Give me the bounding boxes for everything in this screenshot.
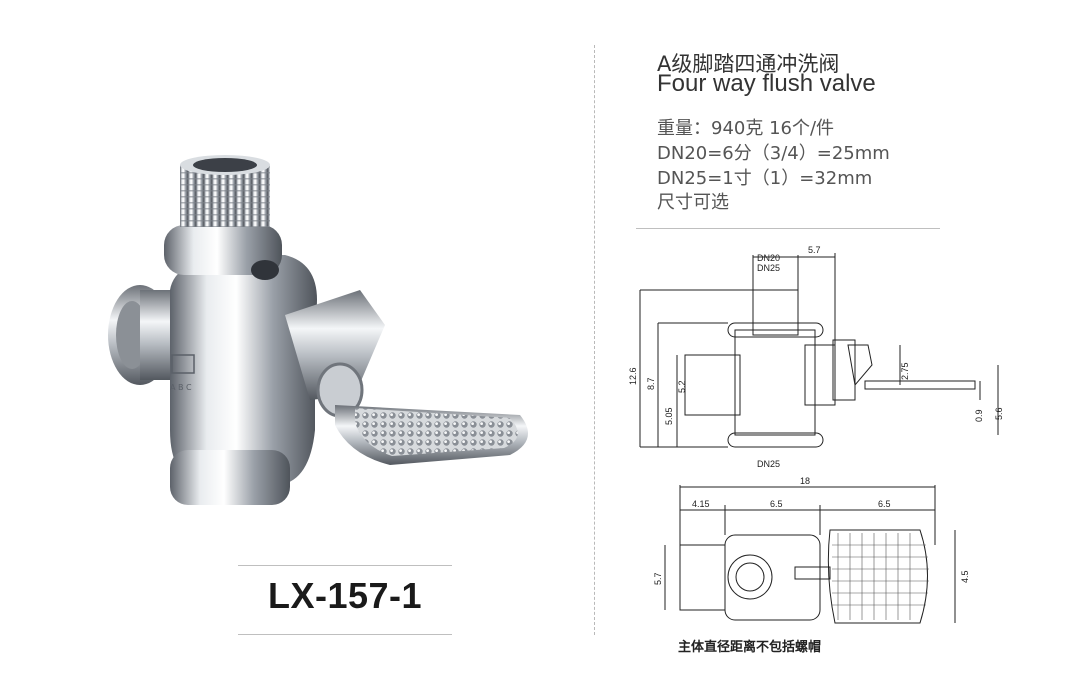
dim-5-7-top: 5.7 [808, 245, 821, 255]
model-code: LX-157-1 [267, 575, 423, 616]
dim-4-5: 4.5 [960, 570, 970, 583]
dim-18: 18 [800, 476, 810, 486]
dim-dn25-top: DN25 [757, 263, 780, 273]
drawing-note: 主体直径距离不包括螺帽 [678, 640, 822, 655]
dim-dn20: DN20 [757, 253, 780, 263]
dim-8-7: 8.7 [646, 377, 656, 390]
dim-4-15: 4.15 [692, 499, 710, 509]
model-divider-bottom [238, 634, 452, 635]
vertical-divider [594, 45, 595, 635]
dim-12-6: 12.6 [628, 367, 638, 385]
dim-2-75: 2.75 [900, 362, 910, 380]
product-photo: A B C [108, 155, 528, 505]
spec-size-option: 尺寸可选 [657, 192, 729, 213]
dim-6-5-a: 6.5 [770, 499, 783, 509]
dim-dn25-bottom: DN25 [757, 459, 780, 469]
dim-0-9: 0.9 [974, 409, 984, 422]
dim-6-5-b: 6.5 [878, 499, 891, 509]
dim-5-7-side: 5.7 [653, 572, 663, 585]
dim-5-05: 5.05 [664, 407, 674, 425]
spec-dn20: DN20=6分（3/4）=25mm [657, 143, 890, 164]
spec-dn25: DN25=1寸（1）=32mm [657, 168, 873, 189]
dim-5-6: 5.6 [994, 407, 1004, 420]
spec-weight: 重量：940克 16个/件 [657, 118, 835, 139]
model-divider-top [238, 565, 452, 566]
product-title-en: Four way flush valve [657, 70, 876, 97]
product-title-cn: A级脚踏四通冲洗阀 [657, 52, 840, 76]
spec-divider [636, 228, 940, 229]
technical-drawing: DN20 DN25 5.7 DN25 12.6 8.7 5.2 5.05 2.7… [628, 245, 1004, 624]
svg-text:A B C: A B C [170, 383, 192, 392]
dim-5-2: 5.2 [677, 380, 687, 393]
